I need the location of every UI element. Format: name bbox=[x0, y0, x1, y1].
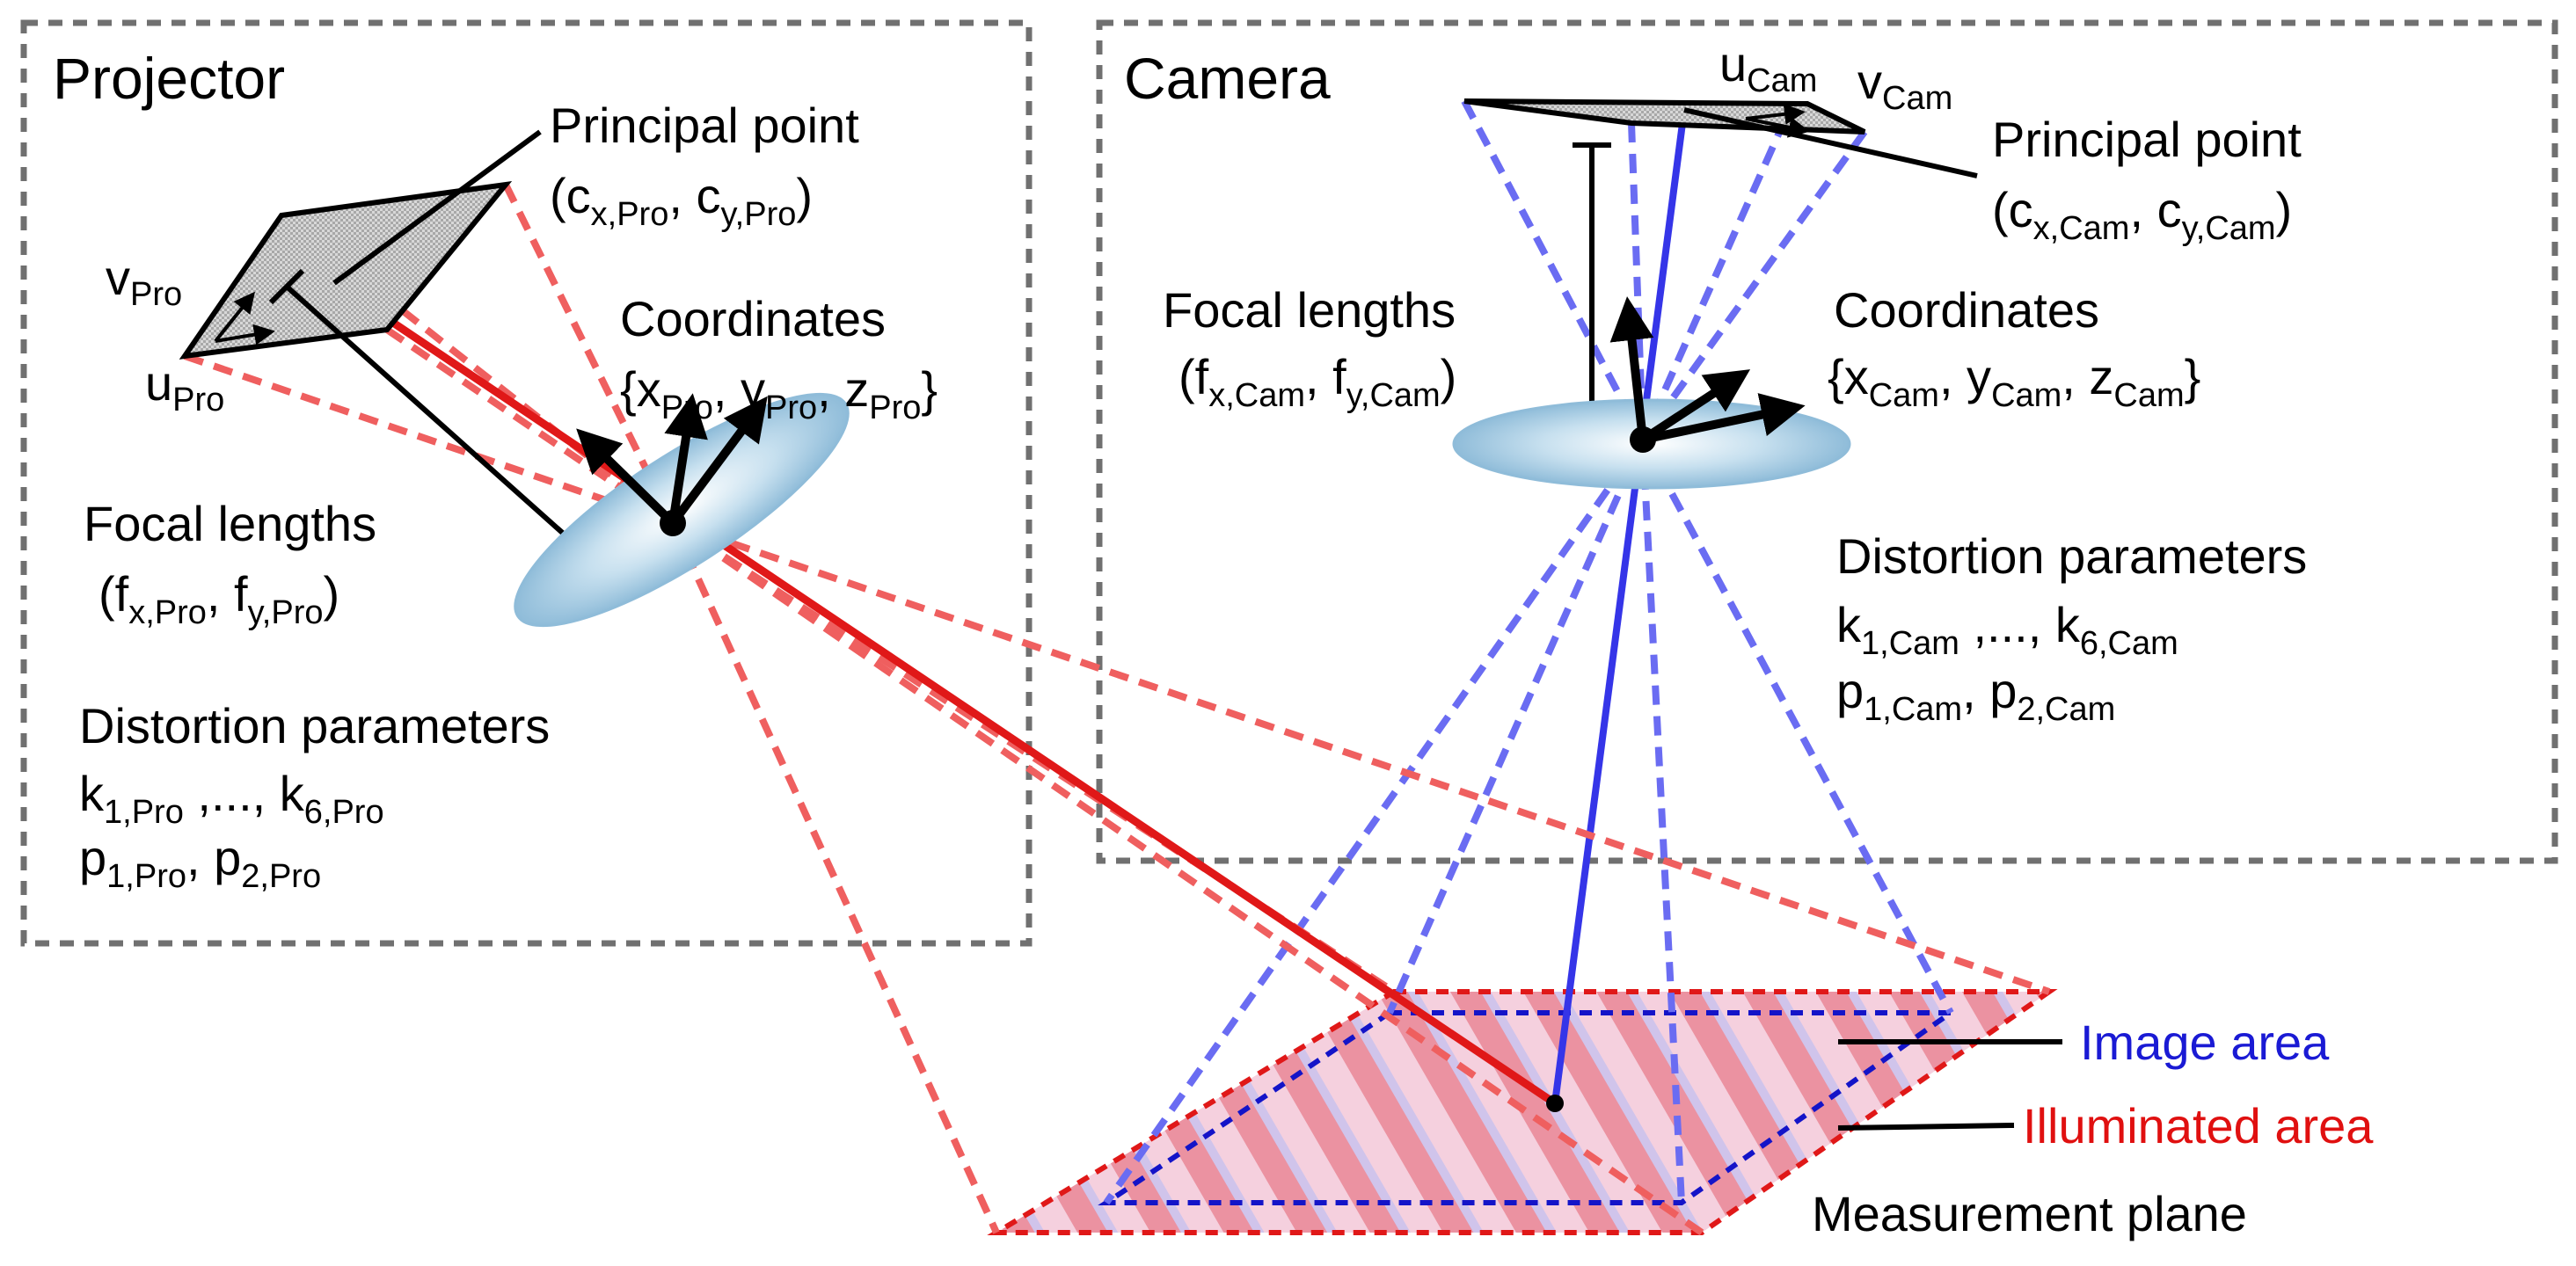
projector-distortion-p: p1,Pro, p2,Pro bbox=[79, 830, 321, 895]
projector-coordinates-value: {xPro, yPro, zPro} bbox=[620, 361, 938, 426]
camera-u-label: uCam bbox=[1719, 36, 1817, 99]
camera-ray bbox=[1386, 438, 1646, 1015]
camera-u-axis-arrow bbox=[1745, 103, 1806, 125]
camera-principal-ray bbox=[1551, 109, 1688, 1104]
projector-ray bbox=[502, 183, 676, 525]
projector-u-label: uPro bbox=[145, 355, 224, 418]
projector-v-axis-arrow bbox=[214, 291, 255, 343]
camera-principal-point-label: Principal point bbox=[1992, 112, 2302, 167]
projector-principal-point-leader bbox=[332, 129, 542, 286]
projector-title: Projector bbox=[53, 46, 285, 111]
projector-ray bbox=[183, 353, 675, 527]
projector-focal-lengths-label: Focal lengths bbox=[84, 496, 376, 551]
camera-ray bbox=[1639, 438, 1954, 1015]
camera-ray bbox=[1639, 439, 1685, 1204]
camera-v-axis-arrow bbox=[1745, 117, 1810, 138]
camera-coordinate-axes bbox=[1609, 296, 1806, 453]
projector-distortion-label: Distortion parameters bbox=[79, 698, 550, 753]
camera-distortion-label: Distortion parameters bbox=[1836, 528, 2307, 584]
projector-principal-point-value: (cx,Pro, cy,Pro) bbox=[550, 168, 813, 233]
camera-v-label: vCam bbox=[1857, 54, 1952, 117]
camera-principal-point-leader bbox=[1683, 107, 1978, 178]
projector-focal-lengths-value: (fx,Pro, fy,Pro) bbox=[99, 566, 339, 631]
camera-ray bbox=[1639, 129, 1868, 442]
camera-focal-length-bar bbox=[1573, 142, 1611, 442]
projector-ray bbox=[671, 520, 2051, 995]
camera-distortion-k: k1,Cam ,..., k6,Cam bbox=[1836, 597, 2178, 662]
camera-box bbox=[1096, 19, 2558, 864]
projector-v-label: vPro bbox=[106, 250, 182, 313]
plane-intersection-point bbox=[1546, 1095, 1564, 1112]
measurement-plane-label: Measurement plane bbox=[1812, 1186, 2247, 1241]
projector-coordinates-label: Coordinates bbox=[620, 291, 886, 346]
projector-coordinate-axes bbox=[576, 393, 768, 536]
camera-focal-lengths-value: (fx,Cam, fy,Cam) bbox=[1179, 349, 1456, 414]
camera-ray bbox=[1103, 437, 1646, 1205]
image-area-border bbox=[1098, 1010, 1959, 1205]
camera-sensor bbox=[1463, 98, 1866, 138]
illuminated-area-leader bbox=[1837, 1123, 2015, 1131]
image-area-label: Image area bbox=[2080, 1015, 2330, 1070]
camera-focal-lengths-label: Focal lengths bbox=[1163, 282, 1456, 338]
camera-ray bbox=[1461, 99, 1646, 441]
projector-principal-ray bbox=[332, 280, 1558, 1107]
projector-box bbox=[20, 19, 1033, 947]
projector-principal-point-label: Principal point bbox=[550, 98, 859, 153]
camera-distortion-p: p1,Cam, p2,Cam bbox=[1836, 663, 2115, 728]
camera-coordinates-label: Coordinates bbox=[1834, 282, 2099, 338]
camera-title: Camera bbox=[1124, 46, 1331, 111]
camera-ray bbox=[1639, 117, 1789, 441]
projector-sensor bbox=[179, 180, 513, 360]
projector-ray bbox=[670, 520, 1704, 1236]
camera-coordinates-value: {xCam, yCam, zCam} bbox=[1828, 349, 2200, 414]
camera-principal-point-value: (cx,Cam, cy,Cam) bbox=[1992, 182, 2292, 247]
projector-ray bbox=[669, 521, 1000, 1234]
projector-distortion-k: k1,Pro ,..., k6,Pro bbox=[79, 766, 384, 831]
illuminated-area-label: Illuminated area bbox=[2023, 1098, 2374, 1153]
projector-u-axis-arrow bbox=[215, 324, 275, 346]
